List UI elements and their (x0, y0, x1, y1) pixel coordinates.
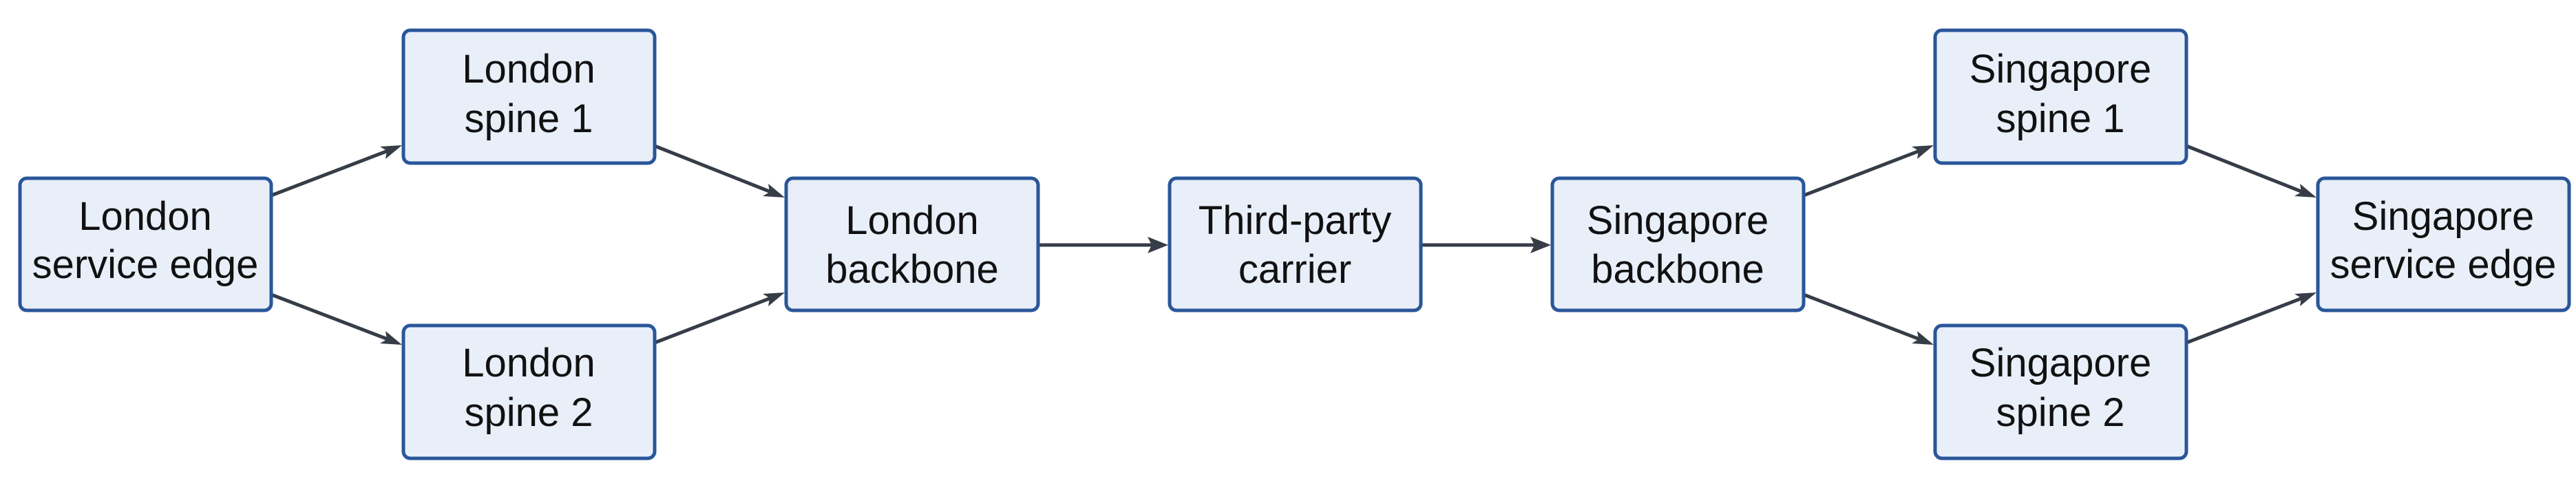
node-third-party-carrier: Third-party carrier (1168, 176, 1423, 312)
node-label-line-1: London (462, 341, 595, 385)
arrowhead (1530, 237, 1551, 253)
node-singapore-spine-2: Singapore spine 2 (1933, 323, 2188, 460)
node-label-line-1: London (462, 47, 595, 92)
node-box (784, 176, 1040, 312)
node-london-service-edge: London service edge (18, 176, 273, 312)
edge-singapore-spine-1-to-singapore-service-edge (2186, 144, 2310, 197)
edge-singapore-spine-2-to-singapore-service-edge (2186, 293, 2310, 345)
node-label-line-2: service edge (32, 242, 259, 287)
node-label-line-2: spine 1 (1996, 96, 2124, 141)
node-london-spine-2: London spine 2 (401, 323, 657, 460)
node-label-line-1: Third-party (1199, 198, 1391, 243)
edge-london-spine-2-to-london-backbone (654, 293, 779, 345)
node-singapore-service-edge: Singapore service edge (2316, 176, 2571, 312)
node-label-line-1: Singapore (1970, 47, 2151, 92)
node-box (401, 323, 657, 460)
edge-singapore-backbone-to-singapore-spine-2 (1803, 292, 1928, 344)
node-label-line-1: London (845, 198, 979, 243)
node-box (1933, 28, 2188, 165)
edges-layer (271, 144, 2316, 345)
node-label-line-2: spine 1 (464, 96, 593, 141)
node-label-line-2: carrier (1238, 247, 1351, 292)
edge-london-service-edge-to-london-spine-2 (271, 292, 396, 344)
node-london-backbone: London backbone (784, 176, 1040, 312)
node-label-line-2: backbone (825, 247, 999, 292)
node-label-line-1: London (78, 194, 212, 239)
node-label-line-2: backbone (1591, 247, 1764, 292)
node-box (1933, 323, 2188, 460)
node-label-line-1: Singapore (1970, 341, 2151, 385)
node-singapore-backbone: Singapore backbone (1550, 176, 1806, 312)
arrowhead (763, 184, 785, 198)
edge-london-service-edge-to-london-spine-1 (271, 146, 396, 198)
node-label-line-1: Singapore (1587, 198, 1769, 243)
arrowhead (1148, 237, 1168, 253)
arrowhead (763, 292, 785, 306)
node-box (18, 176, 273, 312)
node-box (1550, 176, 1806, 312)
node-box (2316, 176, 2571, 312)
node-london-spine-1: London spine 1 (401, 28, 657, 165)
arrowhead (2294, 184, 2316, 198)
node-singapore-spine-1: Singapore spine 1 (1933, 28, 2188, 165)
node-label-line-2: spine 2 (1996, 390, 2124, 435)
arrowhead (380, 331, 402, 345)
node-label-line-1: Singapore (2352, 194, 2534, 239)
node-box (401, 28, 657, 165)
arrowhead (2294, 292, 2316, 306)
arrowhead (380, 145, 402, 159)
node-label-line-2: service edge (2330, 242, 2557, 287)
edge-singapore-backbone-to-singapore-spine-1 (1803, 146, 1928, 198)
edge-london-spine-1-to-london-backbone (654, 144, 779, 197)
node-box (1168, 176, 1423, 312)
node-label-line-2: spine 2 (464, 390, 593, 435)
arrowhead (1912, 331, 1934, 345)
arrowhead (1912, 145, 1934, 159)
